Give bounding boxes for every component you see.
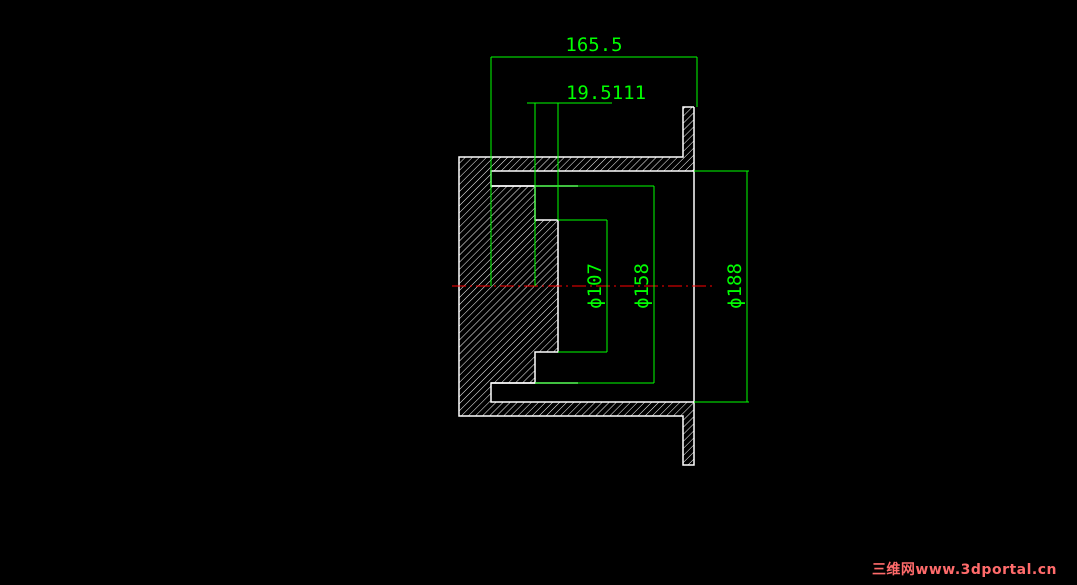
section-hatch-bottom: [459, 286, 694, 465]
dimensions: [490, 56, 749, 403]
dim-overall-length: 165.5: [565, 34, 622, 56]
dim-diameter-188: ϕ188: [724, 263, 746, 309]
section-hatch-top: [459, 107, 694, 286]
dim-step-length: 19.5111: [566, 82, 646, 104]
dim-diameter-158: ϕ158: [631, 263, 653, 309]
watermark: 三维网www.3dportal.cn: [871, 562, 1057, 578]
dim-diameter-107: ϕ107: [584, 263, 606, 309]
